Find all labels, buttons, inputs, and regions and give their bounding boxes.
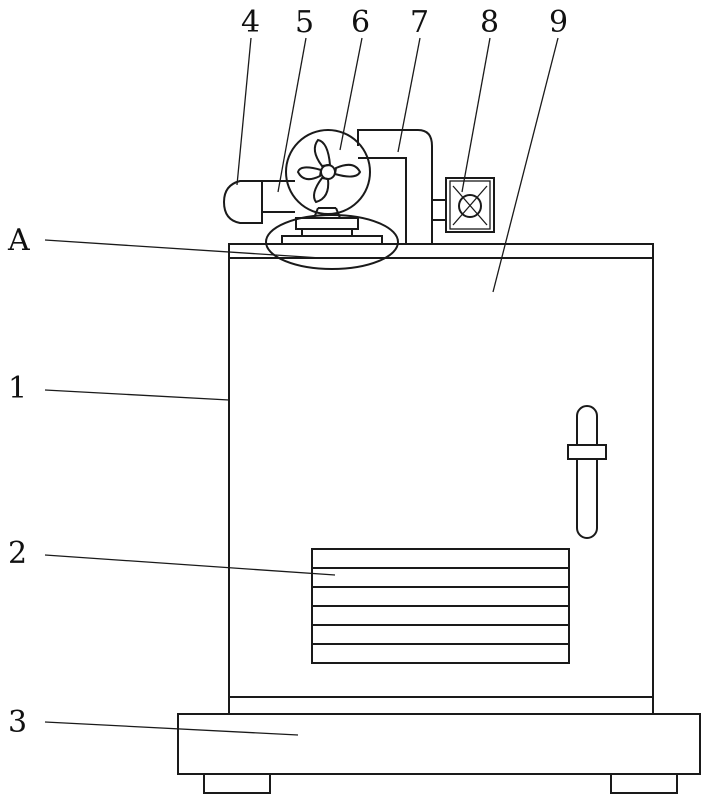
label-2: 2 (8, 536, 27, 571)
leader-2 (44, 554, 336, 576)
leader-5 (277, 37, 307, 193)
label-6: 6 (351, 5, 370, 40)
air-nozzle (222, 180, 263, 224)
leader-8 (461, 37, 491, 193)
door-handle (567, 405, 607, 539)
base-foot-left (203, 773, 271, 794)
leader-6 (339, 37, 363, 151)
leader-lines (44, 37, 559, 736)
label-5: 5 (295, 5, 314, 40)
label-1: 1 (8, 371, 27, 406)
fan-housing (285, 129, 371, 215)
label-3: 3 (8, 705, 27, 740)
leader-7 (397, 37, 421, 153)
leader-3 (44, 721, 299, 736)
label-7: 7 (410, 5, 429, 40)
connection-pipe (357, 129, 433, 244)
label-9: 9 (549, 5, 568, 40)
vent-louver (311, 548, 570, 664)
motor (445, 177, 495, 233)
leader-4 (236, 37, 252, 186)
leader-1 (44, 389, 230, 401)
detail-a-ellipse (265, 214, 399, 270)
label-a: A (7, 223, 30, 258)
leader-a (44, 239, 322, 259)
label-4: 4 (241, 5, 260, 40)
mount-plate (281, 235, 383, 245)
fan-icon (296, 138, 362, 204)
leader-9 (492, 37, 559, 293)
part-labels: 4 5 6 7 8 9 A 1 2 3 (7, 5, 568, 740)
air-duct (262, 180, 295, 213)
hatched-base (177, 713, 701, 794)
base-foot-right (610, 773, 678, 794)
fan-bracket (295, 217, 359, 230)
top-assembly (222, 129, 495, 270)
label-8: 8 (480, 5, 499, 40)
